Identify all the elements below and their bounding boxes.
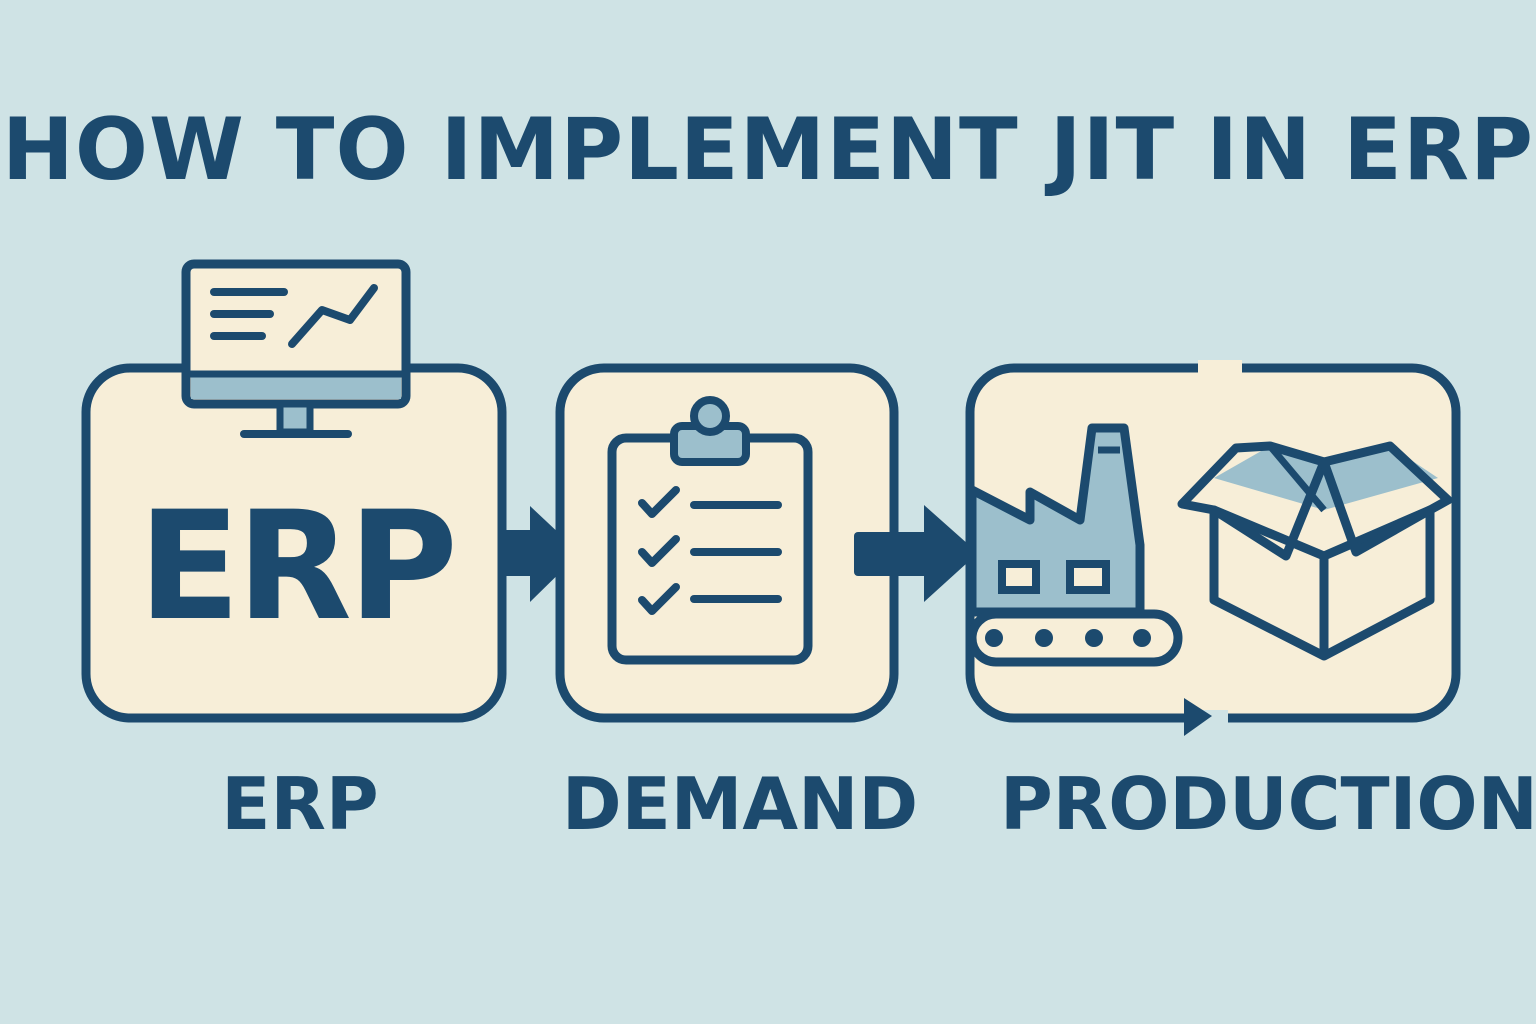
arrow-right-icon: [854, 505, 978, 602]
step-label-erp: ERP: [221, 762, 379, 846]
demand-step: [555, 363, 899, 723]
page-title: HOW TO IMPLEMENT JIT IN ERP: [1, 100, 1535, 200]
erp-panel-text: ERP: [138, 480, 454, 654]
open-box-icon: [1177, 441, 1453, 661]
arrow-right-icon: [505, 506, 580, 602]
step-label-demand: DEMAND: [561, 762, 919, 846]
step-label-production: PRODUCTION: [1000, 762, 1536, 846]
monitor-chart-icon: [181, 259, 411, 438]
factory-conveyor-icon: [967, 423, 1183, 667]
arrow-right-small-icon: [1184, 698, 1212, 736]
production-step: [965, 360, 1461, 736]
erp-step: ERP: [81, 259, 507, 723]
clipboard-checklist-icon: [607, 396, 813, 665]
